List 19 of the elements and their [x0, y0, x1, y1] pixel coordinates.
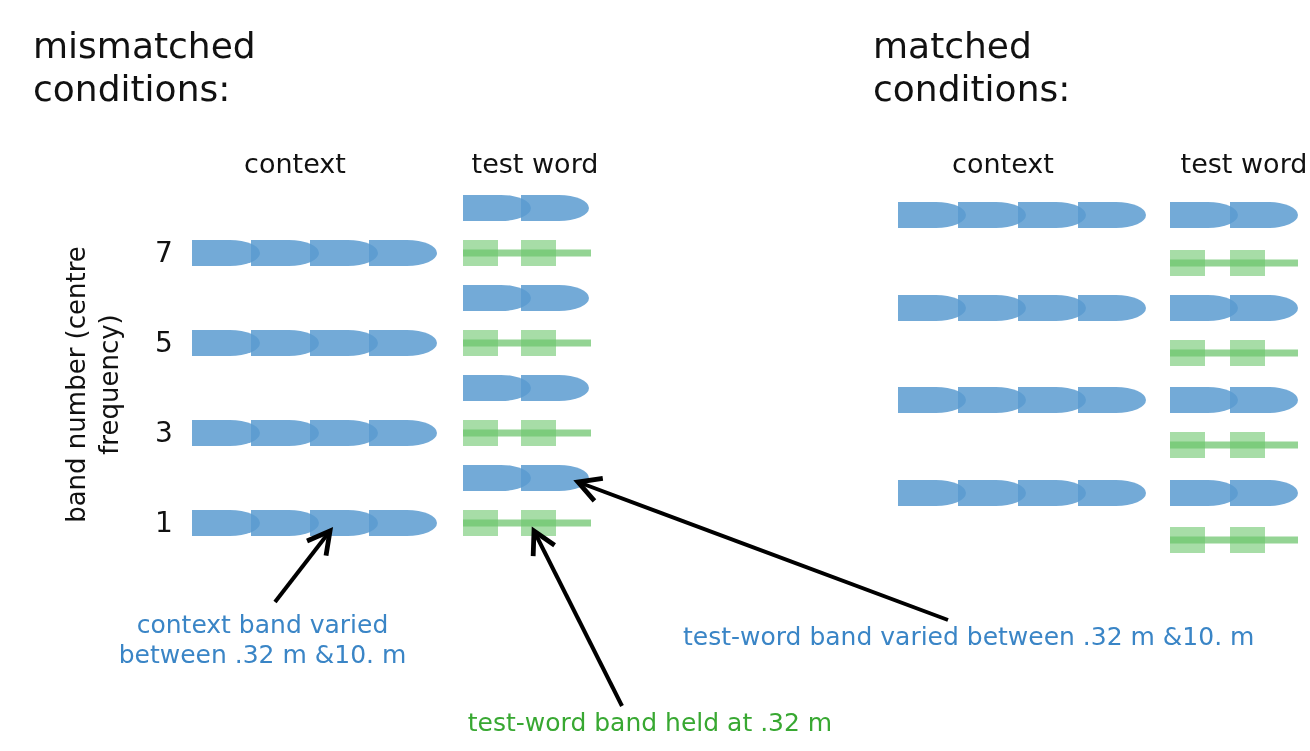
- column-heading: context: [951, 148, 1055, 181]
- arrow: [273, 528, 333, 604]
- column-heading: context: [243, 148, 347, 181]
- band-number: 1: [155, 506, 174, 540]
- column-heading: test word: [1179, 148, 1309, 181]
- band-number: 3: [155, 416, 174, 450]
- annotation-text: test-word band held at .32 m: [440, 708, 860, 738]
- axis-label: band number (centre frequency): [60, 245, 125, 525]
- arrow: [530, 528, 624, 707]
- arrow: [575, 476, 949, 622]
- band-block: [521, 510, 556, 536]
- section-heading: matched conditions:: [873, 24, 1072, 111]
- band-segment: [521, 465, 589, 491]
- column-heading: test word: [470, 148, 600, 181]
- band-number: 5: [155, 326, 174, 360]
- annotation-text: context band varied between .32 m &10. m: [95, 610, 430, 670]
- annotation-text: test-word band varied between .32 m &10. m: [683, 622, 1310, 652]
- band-number: 7: [155, 236, 174, 270]
- section-heading: mismatched conditions:: [33, 24, 257, 111]
